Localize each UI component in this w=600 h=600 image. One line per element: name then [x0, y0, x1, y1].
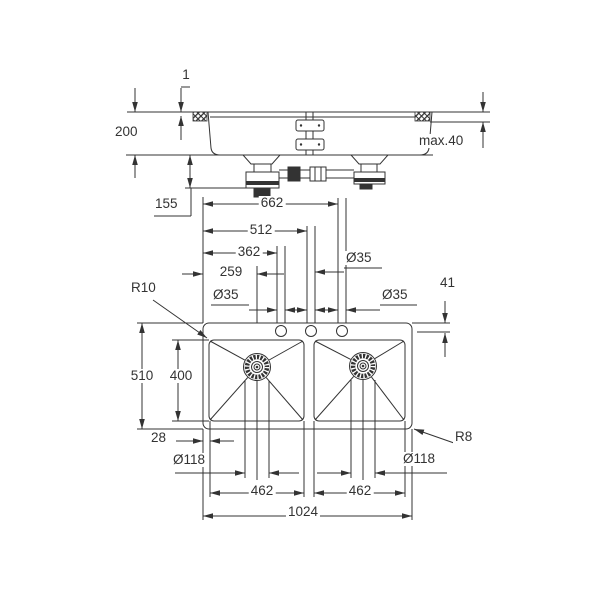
mounting-clamps: [295, 119, 325, 151]
dia-taphole-right-label: Ø35: [380, 287, 410, 303]
waste-drain-left: [243, 353, 271, 381]
dim-hole-far-label: 662: [258, 195, 286, 211]
tap-holes: [275, 325, 348, 337]
dim-counter-max-label: max.40: [417, 133, 466, 149]
dim-total-depth-label: 510: [128, 368, 156, 384]
bowl-right: [313, 339, 406, 422]
dim-bowl-width-right-label: 462: [346, 483, 374, 499]
waste-drain-right: [349, 352, 377, 380]
dim-depth-label: 200: [113, 124, 140, 140]
drain-pipe: [279, 166, 354, 182]
dim-rim-height-label: 1: [180, 67, 192, 83]
dim-drain-height-label: 155: [153, 196, 180, 212]
dim-hole-near-label: 362: [235, 244, 263, 260]
dim-hole-mid-label: 512: [247, 222, 275, 238]
dia-taphole-left-label: Ø35: [211, 287, 241, 303]
dim-rim-width-label: 28: [149, 430, 169, 446]
dim-total-width-label: 1024: [285, 504, 321, 520]
dia-taphole-mid-label: Ø35: [344, 250, 374, 266]
radius-corner-label: R8: [453, 429, 475, 445]
dia-waste-left-label: Ø118: [171, 452, 208, 468]
dia-waste-right-label: Ø118: [401, 451, 438, 467]
dim-rear-ledge-label: 41: [438, 275, 458, 291]
dim-drain-offset-label: 259: [217, 264, 245, 280]
dim-bowl-width-left-label: 462: [248, 483, 276, 499]
dim-bowl-depth-label: 400: [167, 368, 195, 384]
radius-bowl-label: R10: [129, 280, 158, 296]
counter-hatch: [192, 111, 431, 122]
drain-assembly-right: [349, 154, 390, 190]
drain-assembly-left: [241, 154, 282, 198]
